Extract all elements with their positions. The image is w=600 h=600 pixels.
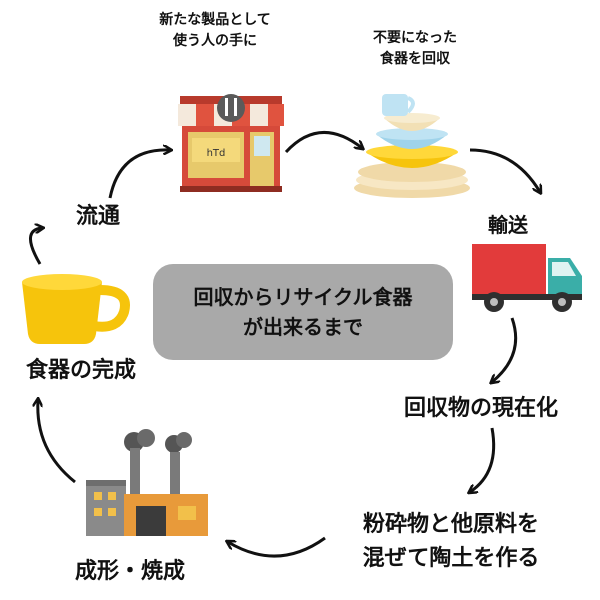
shop-icon: hTd	[178, 94, 284, 192]
new-product-line2: 使う人の手に	[173, 33, 257, 49]
dish-stack-icon	[354, 94, 470, 198]
center-title-line2: が出来るまで	[243, 315, 363, 339]
mix-label: 粉砕物と他原料を 混ぜて陶土を作る	[326, 508, 576, 576]
cup-icon	[22, 274, 130, 344]
arrow-collect-to-transport	[469, 148, 540, 192]
arrow-present-to-mix	[470, 427, 496, 492]
collect-label: 不要になった 食器を回収	[345, 28, 485, 70]
arrow-mix-to-form	[228, 536, 326, 558]
arrow-complete-to-distribute	[29, 228, 42, 265]
new-product-label: 新たな製品として 使う人の手に	[135, 10, 295, 52]
center-title-line1: 回収からリサイクル食器	[193, 285, 413, 309]
transport-label: 輸送	[488, 213, 528, 237]
arrow-form-to-complete	[38, 400, 76, 484]
truck-icon	[472, 244, 582, 312]
distribute-label: 流通	[75, 204, 120, 229]
form-label: 成形・焼成	[74, 559, 185, 584]
present-label: 回収物の現在化	[403, 396, 558, 421]
center-title-box: 回収からリサイクル食器 が出来るまで	[153, 264, 453, 360]
mix-line1: 粉砕物と他原料を	[362, 512, 539, 537]
mix-line2: 混ぜて陶土を作る	[362, 546, 540, 571]
svg-text:hTd: hTd	[207, 148, 226, 159]
collect-line1: 不要になった	[373, 30, 457, 46]
arrow-shop-to-collect	[284, 131, 362, 154]
arrow-truck-to-present	[492, 317, 518, 382]
complete-label: 食器の完成	[25, 358, 136, 383]
collect-line2: 食器を回収	[380, 51, 450, 67]
new-product-line1: 新たな製品として	[159, 12, 271, 28]
factory-icon	[86, 429, 208, 536]
arrow-distribute-to-shop	[108, 150, 170, 199]
